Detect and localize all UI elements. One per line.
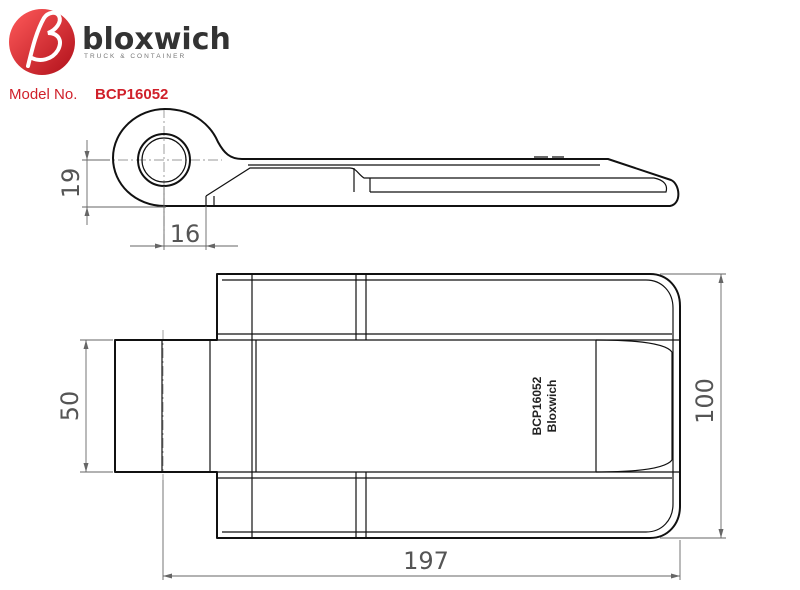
dim-19-arrow-bottom xyxy=(84,207,90,216)
plate-inner-line xyxy=(205,167,668,197)
logo-b-glyph xyxy=(26,10,62,68)
dim-100-arrow-bottom xyxy=(718,529,724,538)
dim-19-label: 19 xyxy=(57,168,85,199)
lip-curve-top xyxy=(595,339,673,353)
hinge-eye-profile xyxy=(112,108,680,207)
plan-view: BCP16052 Bloxwich 50 100 197 xyxy=(56,273,726,580)
plate-inner-outline xyxy=(222,279,674,533)
dim-19-arrow-top xyxy=(84,151,90,160)
plate-step-line xyxy=(205,168,371,206)
dim-197-label: 197 xyxy=(403,547,449,575)
stamp-part-number: BCP16052 xyxy=(530,376,544,435)
brand-tagline: TRUCK & CONTAINER xyxy=(84,53,186,60)
stamp-brand: Bloxwich xyxy=(545,380,559,433)
brand-name: bloxwich xyxy=(82,22,231,57)
side-view: 19 16 xyxy=(57,108,680,250)
dim-16-arrow-right xyxy=(206,243,215,249)
dim-16-arrow-left xyxy=(155,243,164,249)
dim-16-label: 16 xyxy=(170,220,201,248)
model-label: Model No. xyxy=(9,86,77,103)
part-stamp: BCP16052 Bloxwich xyxy=(530,376,559,435)
model-value: BCP16052 xyxy=(95,86,168,103)
dim-50-label: 50 xyxy=(56,391,84,422)
dim-197-arrow-right xyxy=(671,573,680,579)
dim-50-arrow-bottom xyxy=(83,463,89,472)
dim-50-arrow-top xyxy=(83,340,89,349)
model-number: Model No. BCP16052 xyxy=(9,86,168,103)
lip-curve-bottom xyxy=(595,459,673,473)
dim-100-arrow-top xyxy=(718,274,724,283)
dim-100-label: 100 xyxy=(691,378,719,424)
hinge-bore-inner xyxy=(141,137,187,183)
brand-logo: bloxwich TRUCK & CONTAINER xyxy=(9,9,231,75)
plate-outline xyxy=(114,273,681,539)
dim-197-arrow-left xyxy=(163,573,172,579)
